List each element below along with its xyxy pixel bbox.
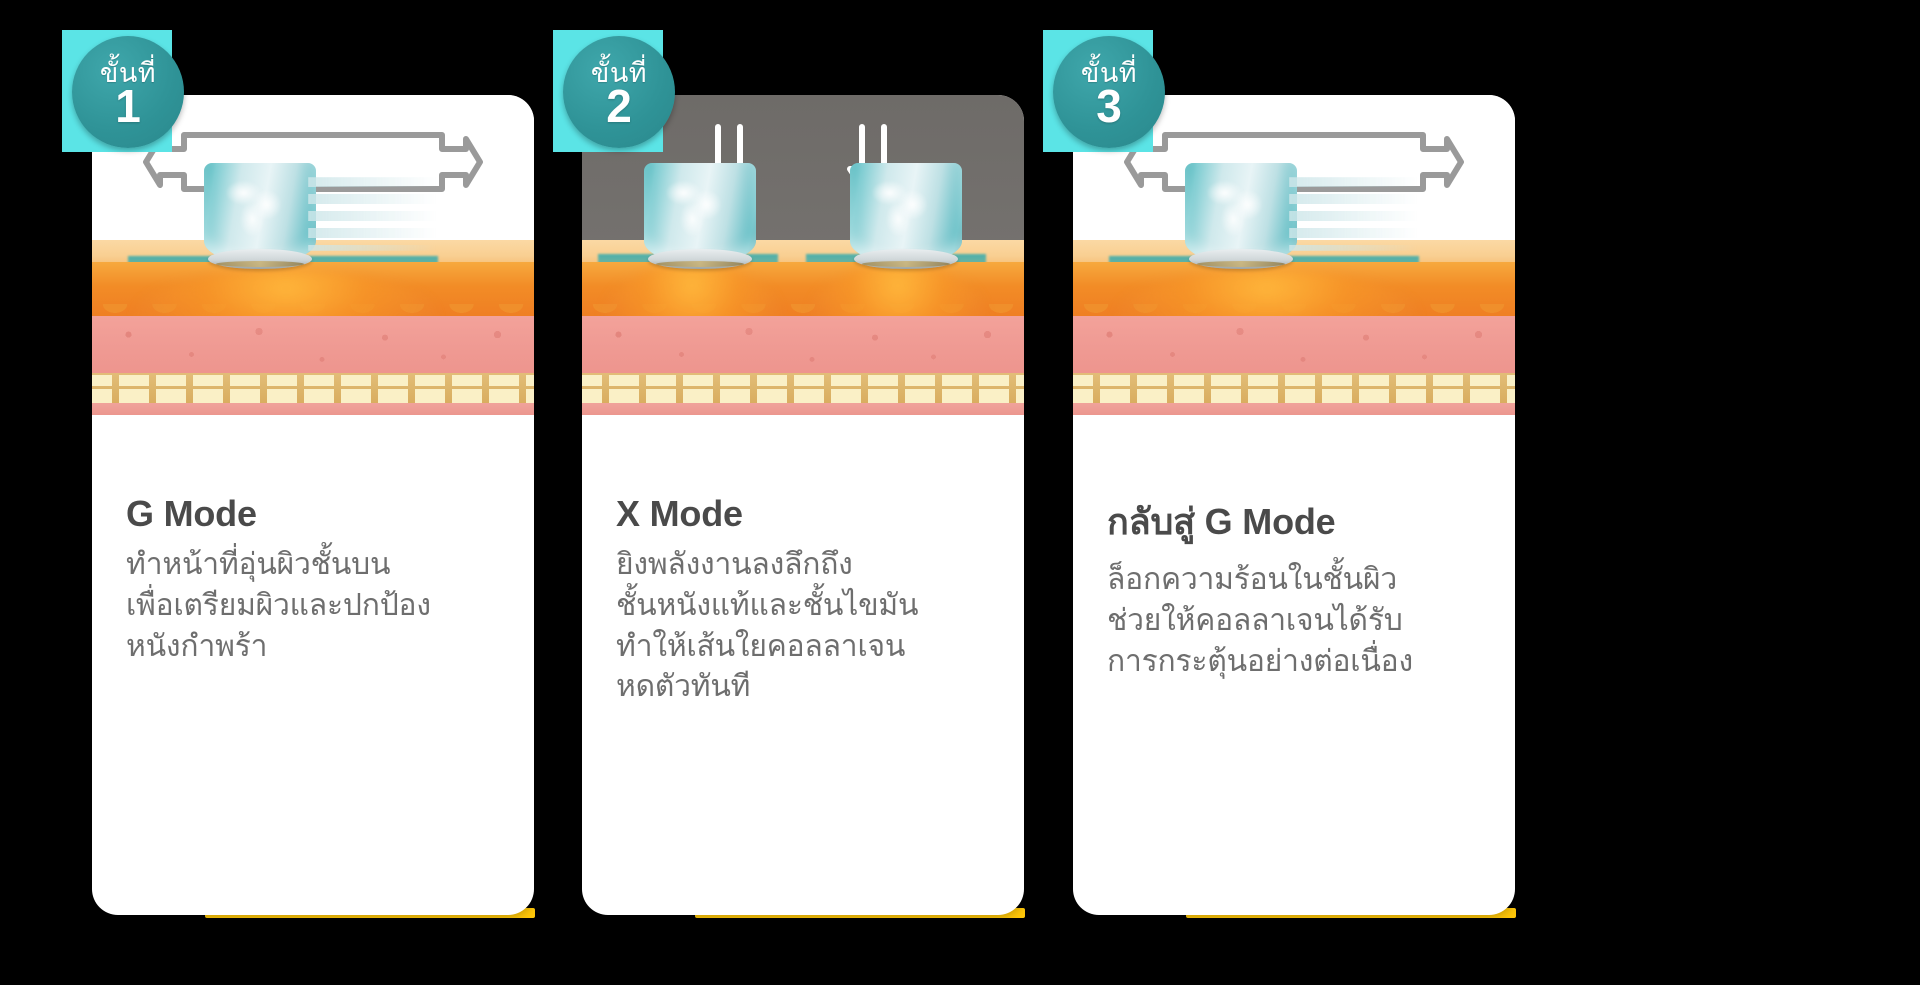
skin-layer-dermis-texture <box>1073 316 1515 378</box>
card-text-block: X Mode ยิงพลังงานลงลึกถึง ชั้นหนังแท้และ… <box>582 415 1024 708</box>
applicator-base <box>1189 249 1293 269</box>
skin-layer-dermis-texture <box>92 316 534 378</box>
applicator-mist <box>222 173 294 239</box>
skin-layer-hypodermis <box>1073 403 1515 415</box>
applicator-tip <box>644 163 756 275</box>
badge-label: ขั้นที่ <box>1080 57 1138 88</box>
card-description: ล็อกความร้อนในชั้นผิว ช่วยให้คอลลาเจนได้… <box>1107 563 1413 678</box>
step-badge-1: ขั้นที่ 1 <box>62 30 184 152</box>
applicator-mist <box>868 173 940 239</box>
applicator-base <box>648 249 752 269</box>
step-badge-2: ขั้นที่ 2 <box>553 30 675 152</box>
illustration-skin-cross-section <box>1073 95 1515 415</box>
card-title: G Mode <box>126 493 257 534</box>
applicator-base <box>208 249 312 269</box>
skin-layer-fat <box>1073 373 1515 405</box>
badge-circle: ขั้นที่ 2 <box>563 36 675 148</box>
applicator-tip <box>1185 163 1429 275</box>
motion-streak <box>1289 177 1429 251</box>
card-text-block: กลับสู่ G Mode ล็อกความร้อนในชั้นผิว ช่ว… <box>1073 415 1515 682</box>
card-description: ทำหน้าที่อุ่นผิวชั้นบน เพื่อเตรียมผิวและ… <box>126 548 431 663</box>
badge-circle: ขั้นที่ 3 <box>1053 36 1165 148</box>
badge-number: 2 <box>606 79 632 132</box>
applicator-tip <box>204 163 448 275</box>
applicator-mist <box>1203 173 1275 239</box>
illustration-skin-cross-section <box>582 95 1024 415</box>
applicator-tip <box>850 163 962 275</box>
skin-layer-dermis-texture <box>582 316 1024 378</box>
badge-label: ขั้นที่ <box>99 57 157 88</box>
step-badge-3: ขั้นที่ 3 <box>1043 30 1165 152</box>
card-title: กลับสู่ G Mode <box>1107 501 1336 542</box>
skin-layer-fat <box>582 373 1024 405</box>
fat-cells <box>92 375 534 403</box>
card-title: X Mode <box>616 493 743 534</box>
badge-label: ขั้นที่ <box>590 57 648 88</box>
badge-circle: ขั้นที่ 1 <box>72 36 184 148</box>
motion-streak <box>308 177 448 251</box>
fat-cells <box>582 375 1024 403</box>
badge-number: 3 <box>1096 79 1122 132</box>
fat-cells <box>1073 375 1515 403</box>
skin-layer-hypodermis <box>92 403 534 415</box>
card-description: ยิงพลังงานลงลึกถึง ชั้นหนังแท้และชั้นไขม… <box>616 548 919 704</box>
badge-number: 1 <box>115 79 141 132</box>
step-card-3[interactable]: กลับสู่ G Mode ล็อกความร้อนในชั้นผิว ช่ว… <box>1073 95 1515 915</box>
card-text-block: G Mode ทำหน้าที่อุ่นผิวชั้นบน เพื่อเตรีย… <box>92 415 534 667</box>
step-card-2[interactable]: X Mode ยิงพลังงานลงลึกถึง ชั้นหนังแท้และ… <box>582 95 1024 915</box>
applicator-mist <box>662 173 734 239</box>
skin-layer-hypodermis <box>582 403 1024 415</box>
applicator-base <box>854 249 958 269</box>
skin-layers <box>92 240 534 415</box>
step-card-1[interactable]: G Mode ทำหน้าที่อุ่นผิวชั้นบน เพื่อเตรีย… <box>92 95 534 915</box>
skin-layers <box>1073 240 1515 415</box>
skin-layer-fat <box>92 373 534 405</box>
